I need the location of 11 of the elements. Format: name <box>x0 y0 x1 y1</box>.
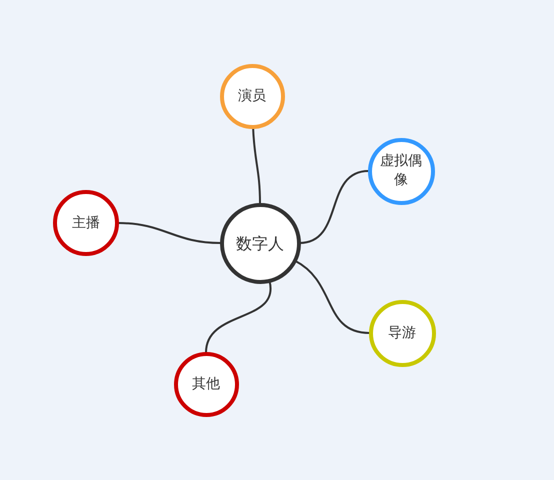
connector-line <box>252 127 261 204</box>
topic-circle: 数字人 <box>220 202 300 284</box>
topic-circle: 虚拟偶像 <box>368 138 434 204</box>
topic-circle: 其他 <box>174 352 238 416</box>
connector-line <box>118 222 221 244</box>
connector-line <box>205 281 272 353</box>
connector-line <box>294 260 370 334</box>
topic-circle: 主播 <box>53 190 119 256</box>
connector-line <box>299 170 369 244</box>
topic-circle: 导游 <box>368 300 436 366</box>
topic-circle: 演员 <box>220 64 284 128</box>
